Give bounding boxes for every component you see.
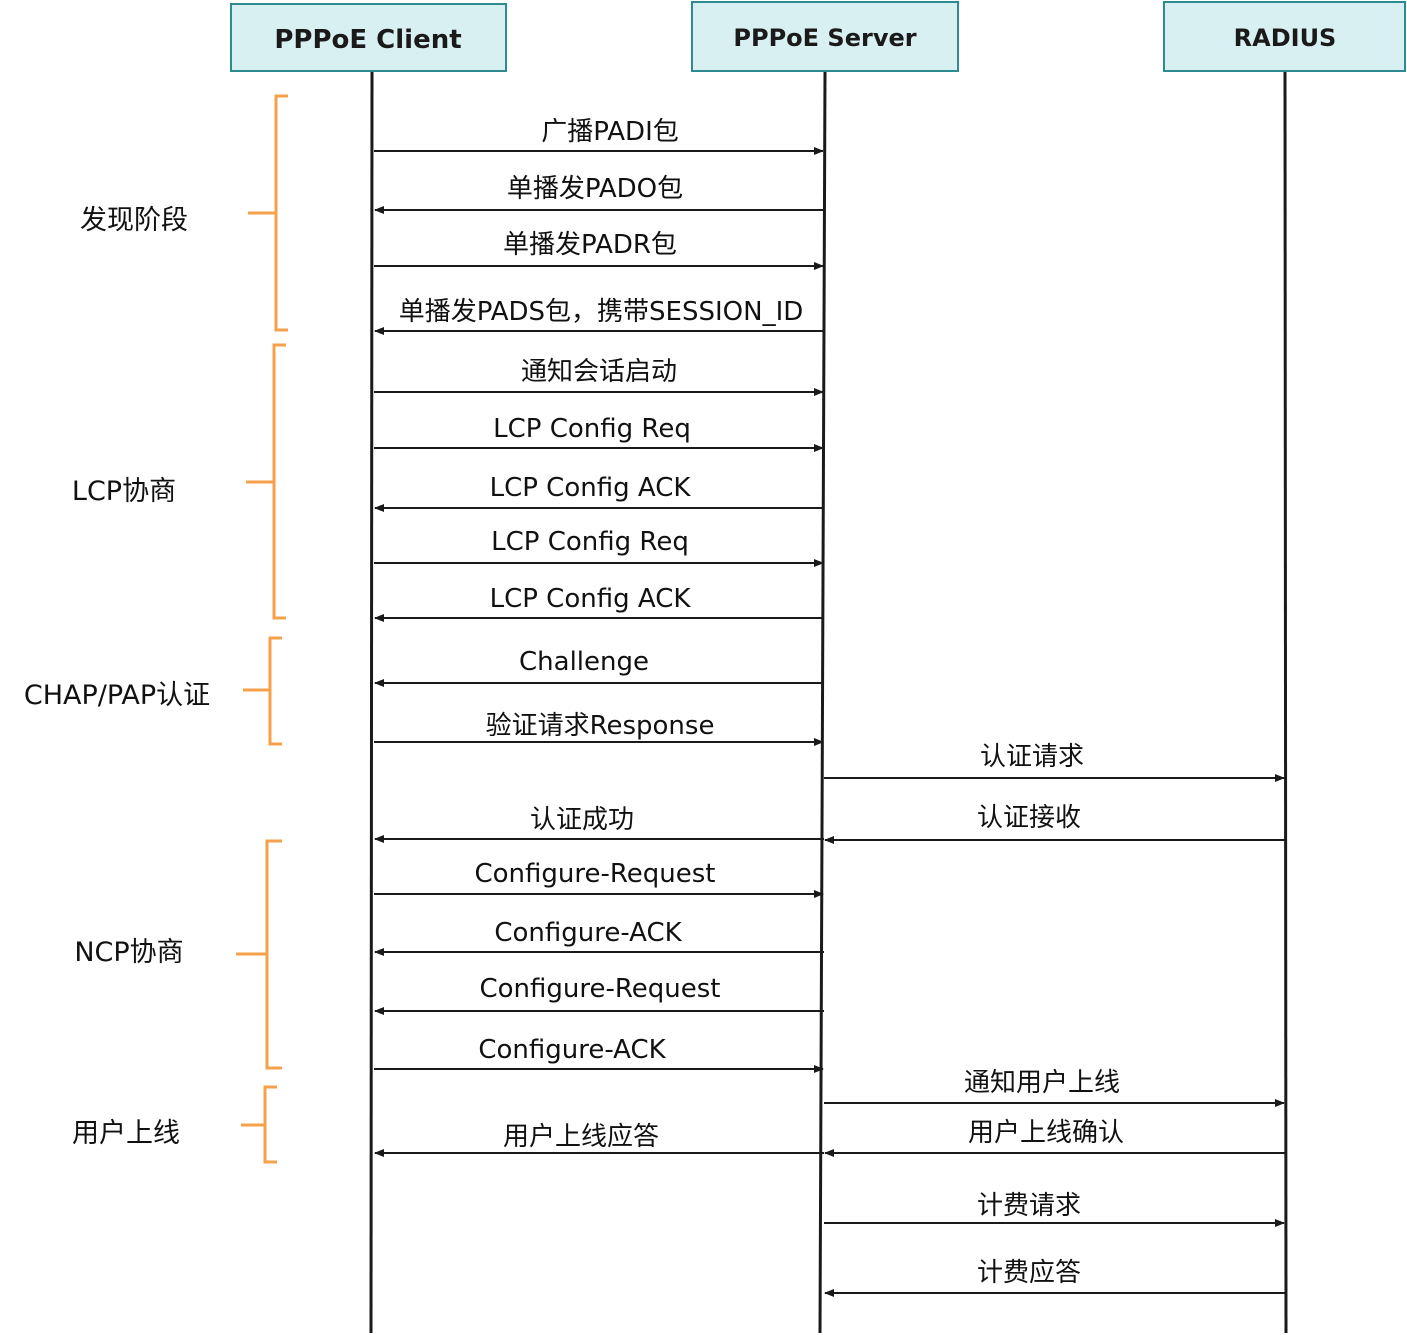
message-label: 认证成功 bbox=[530, 805, 634, 835]
phase-lcp: LCP协商 bbox=[72, 343, 286, 620]
message-label: 用户上线应答 bbox=[503, 1122, 659, 1152]
lifeline-client bbox=[369, 71, 374, 1334]
message-label: 通知会话启动 bbox=[521, 357, 677, 387]
message-label: LCP Config Req bbox=[493, 414, 691, 444]
phase-discovery: 发现阶段 bbox=[80, 94, 288, 332]
participant-radius-label: RADIUS bbox=[1234, 24, 1337, 52]
lifeline-server bbox=[818, 71, 827, 1334]
message-label: Configure-ACK bbox=[494, 918, 682, 948]
participant-client: PPPoE Client bbox=[230, 3, 507, 72]
phase-online: 用户上线 bbox=[72, 1085, 277, 1164]
phase-lcp-label: LCP协商 bbox=[72, 476, 176, 507]
phase-discovery-label: 发现阶段 bbox=[80, 205, 188, 236]
message-label: 广播PADI包 bbox=[541, 117, 679, 147]
participant-server-label: PPPoE Server bbox=[733, 24, 916, 52]
message-label: 认证接收 bbox=[977, 803, 1081, 833]
message-label: 验证请求Response bbox=[486, 711, 715, 741]
message-label: Configure-Request bbox=[474, 859, 715, 889]
phase-auth-label: CHAP/PAP认证 bbox=[24, 680, 210, 711]
participant-server: PPPoE Server bbox=[691, 1, 959, 72]
message-label: 用户上线确认 bbox=[968, 1118, 1124, 1148]
phase-ncp-label: NCP协商 bbox=[74, 937, 183, 968]
message-label: 单播发PADO包 bbox=[507, 174, 683, 204]
message-label: 单播发PADS包，携带SESSION_ID bbox=[399, 297, 804, 327]
message-label: 认证请求 bbox=[980, 742, 1084, 772]
message-label: LCP Config ACK bbox=[490, 473, 692, 503]
participant-client-label: PPPoE Client bbox=[274, 25, 461, 55]
message-label: 单播发PADR包 bbox=[503, 230, 677, 260]
lifeline-radius bbox=[1283, 71, 1288, 1334]
message-label: 计费请求 bbox=[977, 1191, 1081, 1221]
phase-online-label: 用户上线 bbox=[72, 1118, 180, 1149]
message-label: LCP Config Req bbox=[491, 527, 689, 557]
message-label: Configure-ACK bbox=[478, 1035, 666, 1065]
message-label: 通知用户上线 bbox=[964, 1068, 1120, 1098]
message-label: Challenge bbox=[519, 647, 649, 677]
message-label: 计费应答 bbox=[977, 1258, 1081, 1288]
message-label: LCP Config ACK bbox=[490, 584, 692, 614]
phase-auth: CHAP/PAP认证 bbox=[24, 636, 282, 746]
phase-ncp: NCP协商 bbox=[74, 839, 282, 1070]
participant-radius: RADIUS bbox=[1163, 1, 1406, 72]
message-list: 广播PADI包单播发PADO包单播发PADR包单播发PADS包，携带SESSIO… bbox=[374, 117, 1285, 1297]
message-label: Configure-Request bbox=[479, 974, 720, 1004]
